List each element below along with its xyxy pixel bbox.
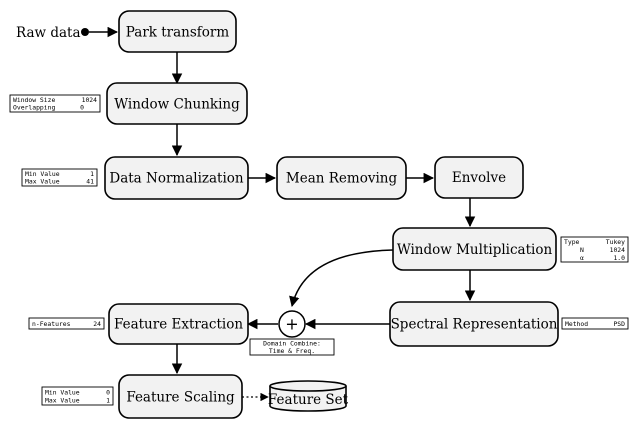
param-key: Window Size (13, 96, 55, 104)
node-envolve-label: Envolve (452, 170, 506, 186)
param-value: 24 (93, 320, 101, 328)
combiner-caption-line1: Domain Combine: (263, 340, 321, 348)
combiner-symbol: + (285, 315, 298, 334)
node-window-multiplication: Window Multiplication (392, 227, 557, 271)
node-window-chunking: Window Chunking (106, 82, 248, 125)
param-value: 0 (106, 389, 110, 397)
node-park-transform-label: Park transform (126, 25, 230, 41)
param-key: Max Value (25, 178, 60, 186)
param-value: 41 (86, 178, 94, 186)
node-envolve: Envolve (434, 156, 524, 199)
node-spectral-representation-label: Spectral Representation (391, 317, 558, 333)
param-key: Method (565, 320, 588, 328)
feature-set-label: Feature Set (268, 392, 349, 408)
node-feature-extraction-label: Feature Extraction (114, 317, 243, 333)
combiner-caption-line2: Time & Freq. (269, 347, 315, 355)
params-feature-scaling: Min Value 0 Max Value 1 (41, 386, 114, 406)
node-feature-scaling-label: Feature Scaling (126, 390, 235, 406)
param-key: α (580, 254, 584, 262)
param-key: Max Value (45, 397, 80, 405)
node-mean-removing-label: Mean Removing (286, 171, 398, 187)
node-feature-scaling: Feature Scaling (118, 374, 243, 419)
node-window-chunking-label: Window Chunking (114, 97, 240, 113)
param-value: Tukey (606, 238, 625, 246)
param-key: Type (564, 238, 580, 246)
params-window-chunking: Window Size 1024 Overlapping 0 (9, 94, 101, 113)
raw-data-dot (81, 28, 89, 36)
node-window-multiplication-label: Window Multiplication (397, 242, 553, 258)
raw-data-label: Raw data (16, 25, 81, 41)
param-value: 1 (106, 397, 110, 405)
params-spectral-representation: Method PSD (561, 317, 629, 330)
node-mean-removing: Mean Removing (276, 156, 407, 200)
node-data-normalization: Data Normalization (104, 156, 249, 200)
params-data-normalization: Min Value 1 Max Value 41 (21, 168, 98, 187)
param-key: Min Value (45, 389, 80, 397)
param-key: Overlapping (13, 104, 55, 112)
param-value: 1.0 (613, 254, 625, 262)
param-value: 1024 (82, 96, 98, 104)
param-key: Min Value (25, 170, 60, 178)
connectors (81, 26, 476, 402)
node-spectral-representation: Spectral Representation (389, 301, 559, 347)
feature-set-database-icon: Feature Set (268, 380, 349, 412)
node-park-transform: Park transform (118, 10, 237, 53)
node-feature-extraction: Feature Extraction (108, 303, 249, 345)
node-data-normalization-label: Data Normalization (109, 171, 244, 187)
domain-combiner: + Domain Combine: Time & Freq. (249, 310, 335, 356)
param-value: PSD (613, 320, 625, 328)
param-value: 1 (90, 170, 94, 178)
param-key: N (580, 246, 584, 254)
param-key: n-Features (32, 320, 71, 328)
param-value: 1024 (610, 246, 626, 254)
edge-multiplication-combiner (289, 249, 394, 308)
params-window-multiplication: Type Tukey N 1024 α 1.0 (560, 236, 629, 263)
params-feature-extraction: n-Features 24 (28, 317, 105, 330)
param-value: 0 (80, 104, 84, 112)
